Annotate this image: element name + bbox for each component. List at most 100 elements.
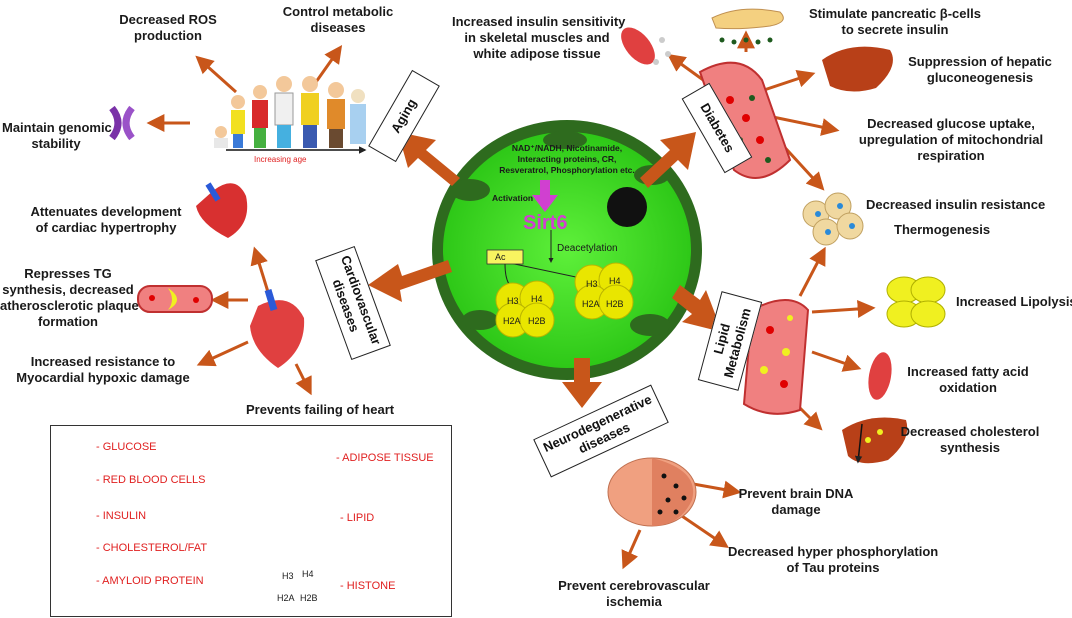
insulin-sensitivity-text: Increased insulin sensitivity in skeleta… xyxy=(452,14,626,62)
tau-line2: of Tau proteins xyxy=(786,560,880,575)
aging-people-illustration xyxy=(214,76,367,154)
arrow-to-diabetes xyxy=(640,132,696,188)
activation-label: Activation xyxy=(492,193,534,203)
increasing-age-label: Increasing age xyxy=(254,155,307,164)
metabolic-text: Control metabolic diseases xyxy=(278,4,398,36)
deacetylation-label: Deacetylation xyxy=(557,243,618,254)
histone-left-h2b: H2B xyxy=(528,316,546,326)
tau-text: Decreased hyper phosphorylation of Tau p… xyxy=(728,544,938,576)
arrow-to-neuro xyxy=(562,358,602,408)
histone-right-h2a: H2A xyxy=(582,299,600,309)
tg-line3: atherosclerotic plaque xyxy=(0,298,139,313)
artery-plaque xyxy=(137,285,213,313)
arrow-to-aging xyxy=(398,132,460,186)
chol-line1: Decreased cholesterol xyxy=(900,424,1040,439)
tg-text: Represses TG synthesis, decreased athero… xyxy=(0,266,139,330)
metabolic-line2: diseases xyxy=(310,20,366,35)
hepatic-line2: gluconeogenesis xyxy=(926,70,1034,85)
genomic-line2: stability xyxy=(31,136,81,151)
tg-line4: formation xyxy=(38,314,98,329)
liver-icon-lipid xyxy=(842,417,908,464)
legend-cholesterol-label: - CHOLESTEROL/FAT xyxy=(96,542,208,554)
chol-line2: synthesis xyxy=(940,440,1000,455)
legend-histone-label: - HISTONE xyxy=(340,580,396,592)
muscle-icon-lipid xyxy=(868,352,892,400)
main-arrows xyxy=(368,132,722,408)
ros-text: Decreased ROS production xyxy=(98,12,238,44)
cell-inputs-line2: Interacting proteins, CR, xyxy=(517,154,617,164)
legend-box xyxy=(50,425,452,617)
dna-line2: damage xyxy=(771,502,821,517)
cell-inputs-line3: Resveratrol, Phosphorylation etc. xyxy=(499,165,635,175)
cell-inputs-line1: NAD⁺/NADH, Nicotinamide, xyxy=(511,143,623,153)
histone-left-h4: H4 xyxy=(531,294,543,304)
cerebro-line1: Prevent cerebrovascular xyxy=(558,578,710,593)
cerebro-text: Prevent cerebrovascular ischemia xyxy=(554,578,714,610)
brain-icon xyxy=(607,457,697,527)
fatty-line1: Increased fatty acid xyxy=(907,364,1029,379)
legend-adipose-label: - ADIPOSE TISSUE xyxy=(336,452,434,464)
muscle-icon-top xyxy=(621,27,671,65)
legend-histone-h4: H4 xyxy=(302,569,314,579)
pancreatic-line1: Stimulate pancreatic β-cells xyxy=(809,6,981,21)
legend-lipid-label: - LIPID xyxy=(340,512,375,524)
histone-left-h3: H3 xyxy=(507,296,519,306)
insulin-resistance-text: Decreased insulin resistance xyxy=(866,197,1046,212)
metabolic-line1: Control metabolic xyxy=(282,4,394,19)
genomic-text: Maintain genomic stability xyxy=(2,120,112,152)
insulin-sens-line3: white adipose tissue xyxy=(473,46,601,61)
lipid-icon xyxy=(886,276,946,328)
histone-left-h2a: H2A xyxy=(503,316,521,326)
brain-dna-text: Prevent brain DNA damage xyxy=(736,486,856,518)
histone-right-h3: H3 xyxy=(586,279,598,289)
glucose-line1: Decreased glucose uptake, xyxy=(867,116,1035,131)
failing-heart-text: Prevents failing of heart xyxy=(246,402,395,417)
dna-line1: Prevent brain DNA xyxy=(738,486,854,501)
hepatic-line1: Suppression of hepatic xyxy=(908,54,1052,69)
pancreatic-text: Stimulate pancreatic β-cells to secrete … xyxy=(800,6,990,38)
chromosome-x xyxy=(109,105,135,141)
insulin-sens-line2: in skeletal muscles and xyxy=(464,30,610,45)
legend-histone-h3: H3 xyxy=(282,571,294,581)
glucose-line2: upregulation of mitochondrial xyxy=(858,132,1044,147)
lipolysis-text: Increased Lipolysis xyxy=(956,294,1072,309)
fatty-line2: oxidation xyxy=(939,380,997,395)
cerebro-line2: ischemia xyxy=(606,594,662,609)
hepatic-text: Suppression of hepatic gluconeogenesis xyxy=(900,54,1060,86)
legend-glucose-label: - GLUCOSE xyxy=(96,441,157,453)
glucose-line3: respiration xyxy=(917,148,985,163)
activation-arrow xyxy=(532,180,558,212)
tau-line1: Decreased hyper phosphorylation xyxy=(728,544,939,559)
histone-cluster-right xyxy=(574,262,634,320)
arrow-to-cardio xyxy=(368,260,452,302)
cholesterol-text: Decreased cholesterol synthesis xyxy=(900,424,1040,456)
insulin-sens-line1: Increased insulin sensitivity xyxy=(452,14,626,29)
legend-histone-h2b: H2B xyxy=(300,593,318,603)
hypertrophy-line2: of cardiac hypertrophy xyxy=(35,220,177,235)
histone-right-h4: H4 xyxy=(609,276,621,286)
ac-label: Ac xyxy=(495,252,506,262)
arrow-to-lipid xyxy=(672,285,722,332)
thermogenesis-text: Thermogenesis xyxy=(894,222,991,237)
legend-rbc-label: - RED BLOOD CELLS xyxy=(96,474,206,486)
pancreatic-line2: to secrete insulin xyxy=(841,22,949,37)
heart-icon-main xyxy=(250,288,305,368)
histone-right-h2b: H2B xyxy=(606,299,624,309)
heart-icon-top xyxy=(196,182,248,238)
sirt6-label: Sirt6 xyxy=(523,212,568,234)
hypoxic-line2: Myocardial hypoxic damage xyxy=(16,370,190,385)
hypoxic-line1: Increased resistance to xyxy=(30,354,176,369)
legend-histone-h2a: H2A xyxy=(277,593,295,603)
genomic-line1: Maintain genomic xyxy=(2,120,112,135)
hypertrophy-line1: Attenuates development xyxy=(30,204,182,219)
lipid-vessel xyxy=(742,299,810,415)
pancreas-icon xyxy=(711,8,784,45)
liver-icon-top xyxy=(822,46,893,92)
hypertrophy-text: Attenuates development of cardiac hypert… xyxy=(26,204,186,236)
ros-line2: production xyxy=(134,28,202,43)
legend-insulin-label: - INSULIN xyxy=(96,510,147,522)
glucose-uptake-text: Decreased glucose uptake, upregulation o… xyxy=(846,116,1056,164)
cell-inputs-text: NAD⁺/NADH, Nicotinamide, Interacting pro… xyxy=(472,143,662,176)
